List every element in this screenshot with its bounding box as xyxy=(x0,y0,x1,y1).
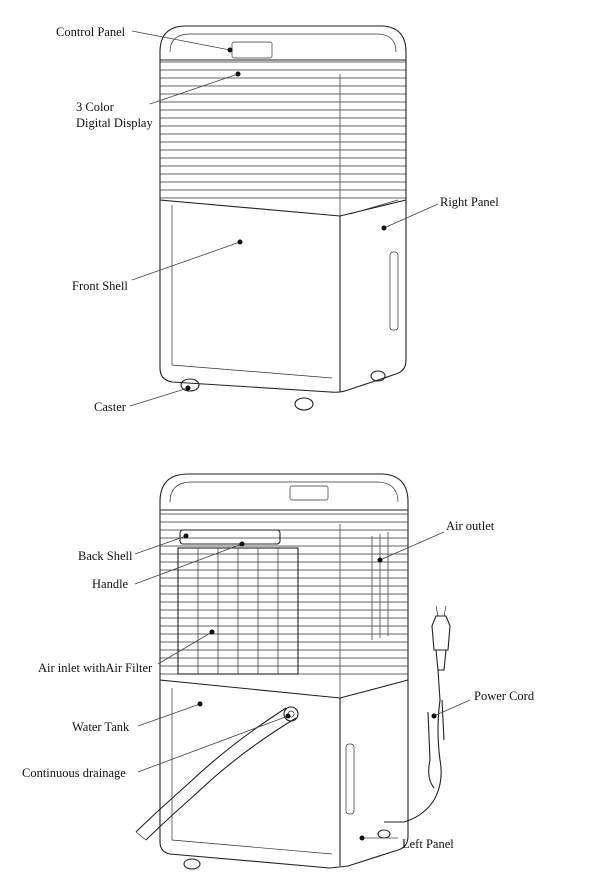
caster-part xyxy=(180,378,200,392)
air-inlet-filter-grid xyxy=(177,547,299,675)
label-back-shell: Back Shell xyxy=(78,549,133,563)
label-color-display-line1: 3 Color xyxy=(76,100,115,114)
back-view-illustration xyxy=(135,473,451,870)
label-water-tank: Water Tank xyxy=(72,720,130,734)
label-power-cord: Power Cord xyxy=(474,689,535,703)
control-panel-part xyxy=(231,41,273,59)
label-handle: Handle xyxy=(92,577,129,591)
label-continuous-drainage: Continuous drainage xyxy=(22,766,126,780)
callout-labels: Control Panel 3 Color Digital Display Fr… xyxy=(22,25,535,851)
leader-lines xyxy=(129,30,471,841)
front-ribs xyxy=(160,61,406,199)
label-control-panel: Control Panel xyxy=(56,25,126,39)
back-ribs xyxy=(160,513,408,675)
front-view-illustration xyxy=(159,25,407,411)
label-caster: Caster xyxy=(94,400,127,414)
label-air-outlet: Air outlet xyxy=(446,519,495,533)
air-outlet-vents xyxy=(371,532,389,640)
label-air-inlet: Air inlet withAir Filter xyxy=(38,661,153,675)
label-left-panel: Left Panel xyxy=(402,837,454,851)
label-front-shell: Front Shell xyxy=(72,279,128,293)
label-color-display-line2: Digital Display xyxy=(76,116,153,130)
label-right-panel: Right Panel xyxy=(440,195,499,209)
